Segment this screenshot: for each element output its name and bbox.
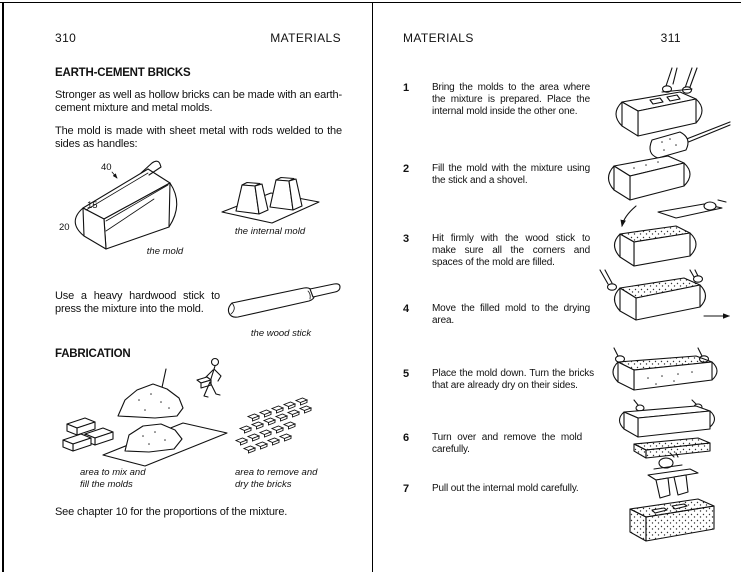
step-5-illustration [612,347,718,391]
fabrication-title: FABRICATION [55,348,131,360]
step-1-text: Bring the molds to the area where the mi… [432,82,590,117]
mold-illustration: 40 15 20 [59,160,178,250]
right-page: MATERIALS 311 1 Bring the molds to the a… [372,0,741,572]
step-6-illustration [618,399,716,459]
page-divider-line [372,2,373,572]
step-5-text: Place the mold down. Turn the bricks tha… [432,368,594,391]
step-4-number: 4 [403,303,410,315]
step-1-number: 1 [403,82,410,94]
wood-stick-caption: the wood stick [250,328,312,339]
area-dry-caption-line1: area to remove and [235,467,318,478]
step-3-number: 3 [403,233,410,245]
step-7-text: Pull out the internal mold carefully. [432,483,579,494]
left-page-number: 310 [55,31,77,45]
step-4-illustration [599,269,731,321]
left-border-line [2,2,4,572]
step-5-number: 5 [403,368,410,380]
internal-mold-caption: the internal mold [234,226,306,237]
step-3-text: Hit firmly with the wood stick to make s… [432,233,590,268]
step-4-text: Move the filled mold to the drying area. [432,303,590,326]
left-page: 310 MATERIALS EARTH-CEMENT BRICKS Strong… [55,31,342,518]
area-mix-caption-line1: area to mix and [80,467,146,478]
area-dry-caption: area to remove and dry the bricks [235,467,317,491]
step-3-illustration [613,199,727,267]
step-7-illustration [629,452,715,542]
fabrication-illustration [62,357,312,467]
stick-paragraph: Use a heavy hardwood stick to press the … [55,290,220,315]
mold-dim-height: 20 [59,222,70,233]
wood-stick-illustration [227,283,341,318]
mold-dim-width: 15 [87,200,98,211]
step-2-illustration [607,121,731,201]
right-page-number: 311 [660,31,681,45]
mold-paragraph: The mold is made with sheet metal with r… [55,125,342,150]
step-2-number: 2 [403,163,410,175]
mold-caption: the mold [146,246,184,257]
intro-paragraph: Stronger as well as hollow bricks can be… [55,89,342,114]
step-1-illustration [615,67,703,137]
area-mix-caption-line2: fill the molds [80,479,133,490]
step-6-number: 6 [403,432,410,444]
step-2-text: Fill the mold with the mixture using the… [432,163,590,186]
area-dry-caption-line2: dry the bricks [235,479,292,490]
section-title: EARTH-CEMENT BRICKS [55,67,191,79]
right-running-head: MATERIALS [403,31,474,45]
area-mix-caption: area to mix and fill the molds [80,467,145,491]
internal-mold-illustration [221,176,320,224]
footer-note: See chapter 10 for the proportions of th… [55,506,288,518]
step-7-number: 7 [403,483,410,495]
top-border-line [0,2,741,3]
step-6-text: Turn over and remove the mold carefully. [432,432,582,455]
mold-dim-length: 40 [101,162,112,173]
left-running-head: MATERIALS [270,31,341,45]
